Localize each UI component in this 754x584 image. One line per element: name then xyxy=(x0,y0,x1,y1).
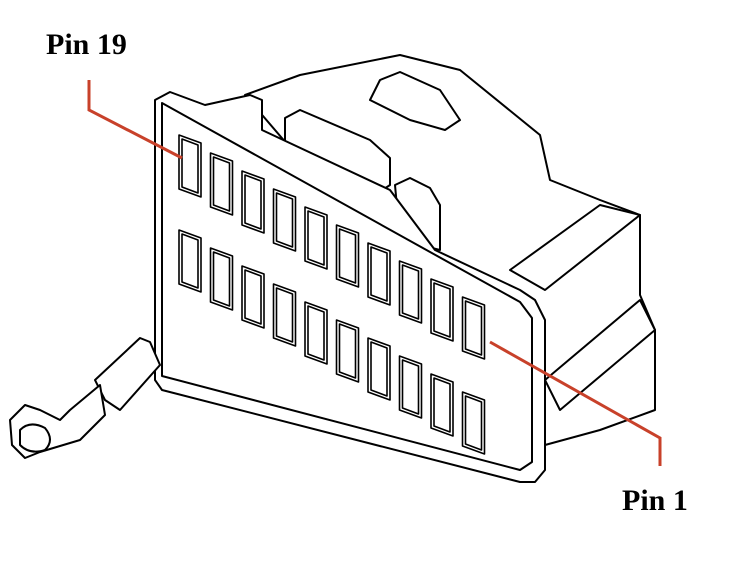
latch xyxy=(369,71,461,131)
pin-cavity xyxy=(367,337,391,401)
pin-cavity xyxy=(398,260,423,324)
front-face-inner xyxy=(161,102,533,471)
pin-cavity xyxy=(335,224,360,288)
pin-19-leader xyxy=(87,80,183,160)
pin-cavity xyxy=(335,319,360,383)
pin-19-label: Pin 19 xyxy=(46,28,127,61)
pin-cavity xyxy=(461,391,486,455)
pin-cavity xyxy=(304,206,328,270)
side-rail-lower xyxy=(544,299,656,411)
pin-cavity xyxy=(461,296,486,360)
pin-cavity xyxy=(241,265,265,329)
pin-cavity xyxy=(209,247,234,311)
pin-1-label: Pin 1 xyxy=(622,484,688,517)
pin-cavity xyxy=(430,278,454,342)
pin-cavity xyxy=(430,373,454,437)
pin-cavity xyxy=(241,170,265,234)
pin-cavity xyxy=(178,134,202,198)
front-face xyxy=(154,91,546,483)
pin-cavity xyxy=(209,152,234,216)
pin-cavity xyxy=(398,355,423,419)
terminal-pin xyxy=(9,337,161,459)
pin-cavity xyxy=(178,229,202,293)
pin-cavity xyxy=(304,301,328,365)
pin-cavity xyxy=(272,283,297,347)
pin-cavity xyxy=(367,242,391,306)
side-rail xyxy=(509,204,641,291)
pin-1-leader xyxy=(489,340,662,466)
pin-cavity xyxy=(272,188,297,252)
